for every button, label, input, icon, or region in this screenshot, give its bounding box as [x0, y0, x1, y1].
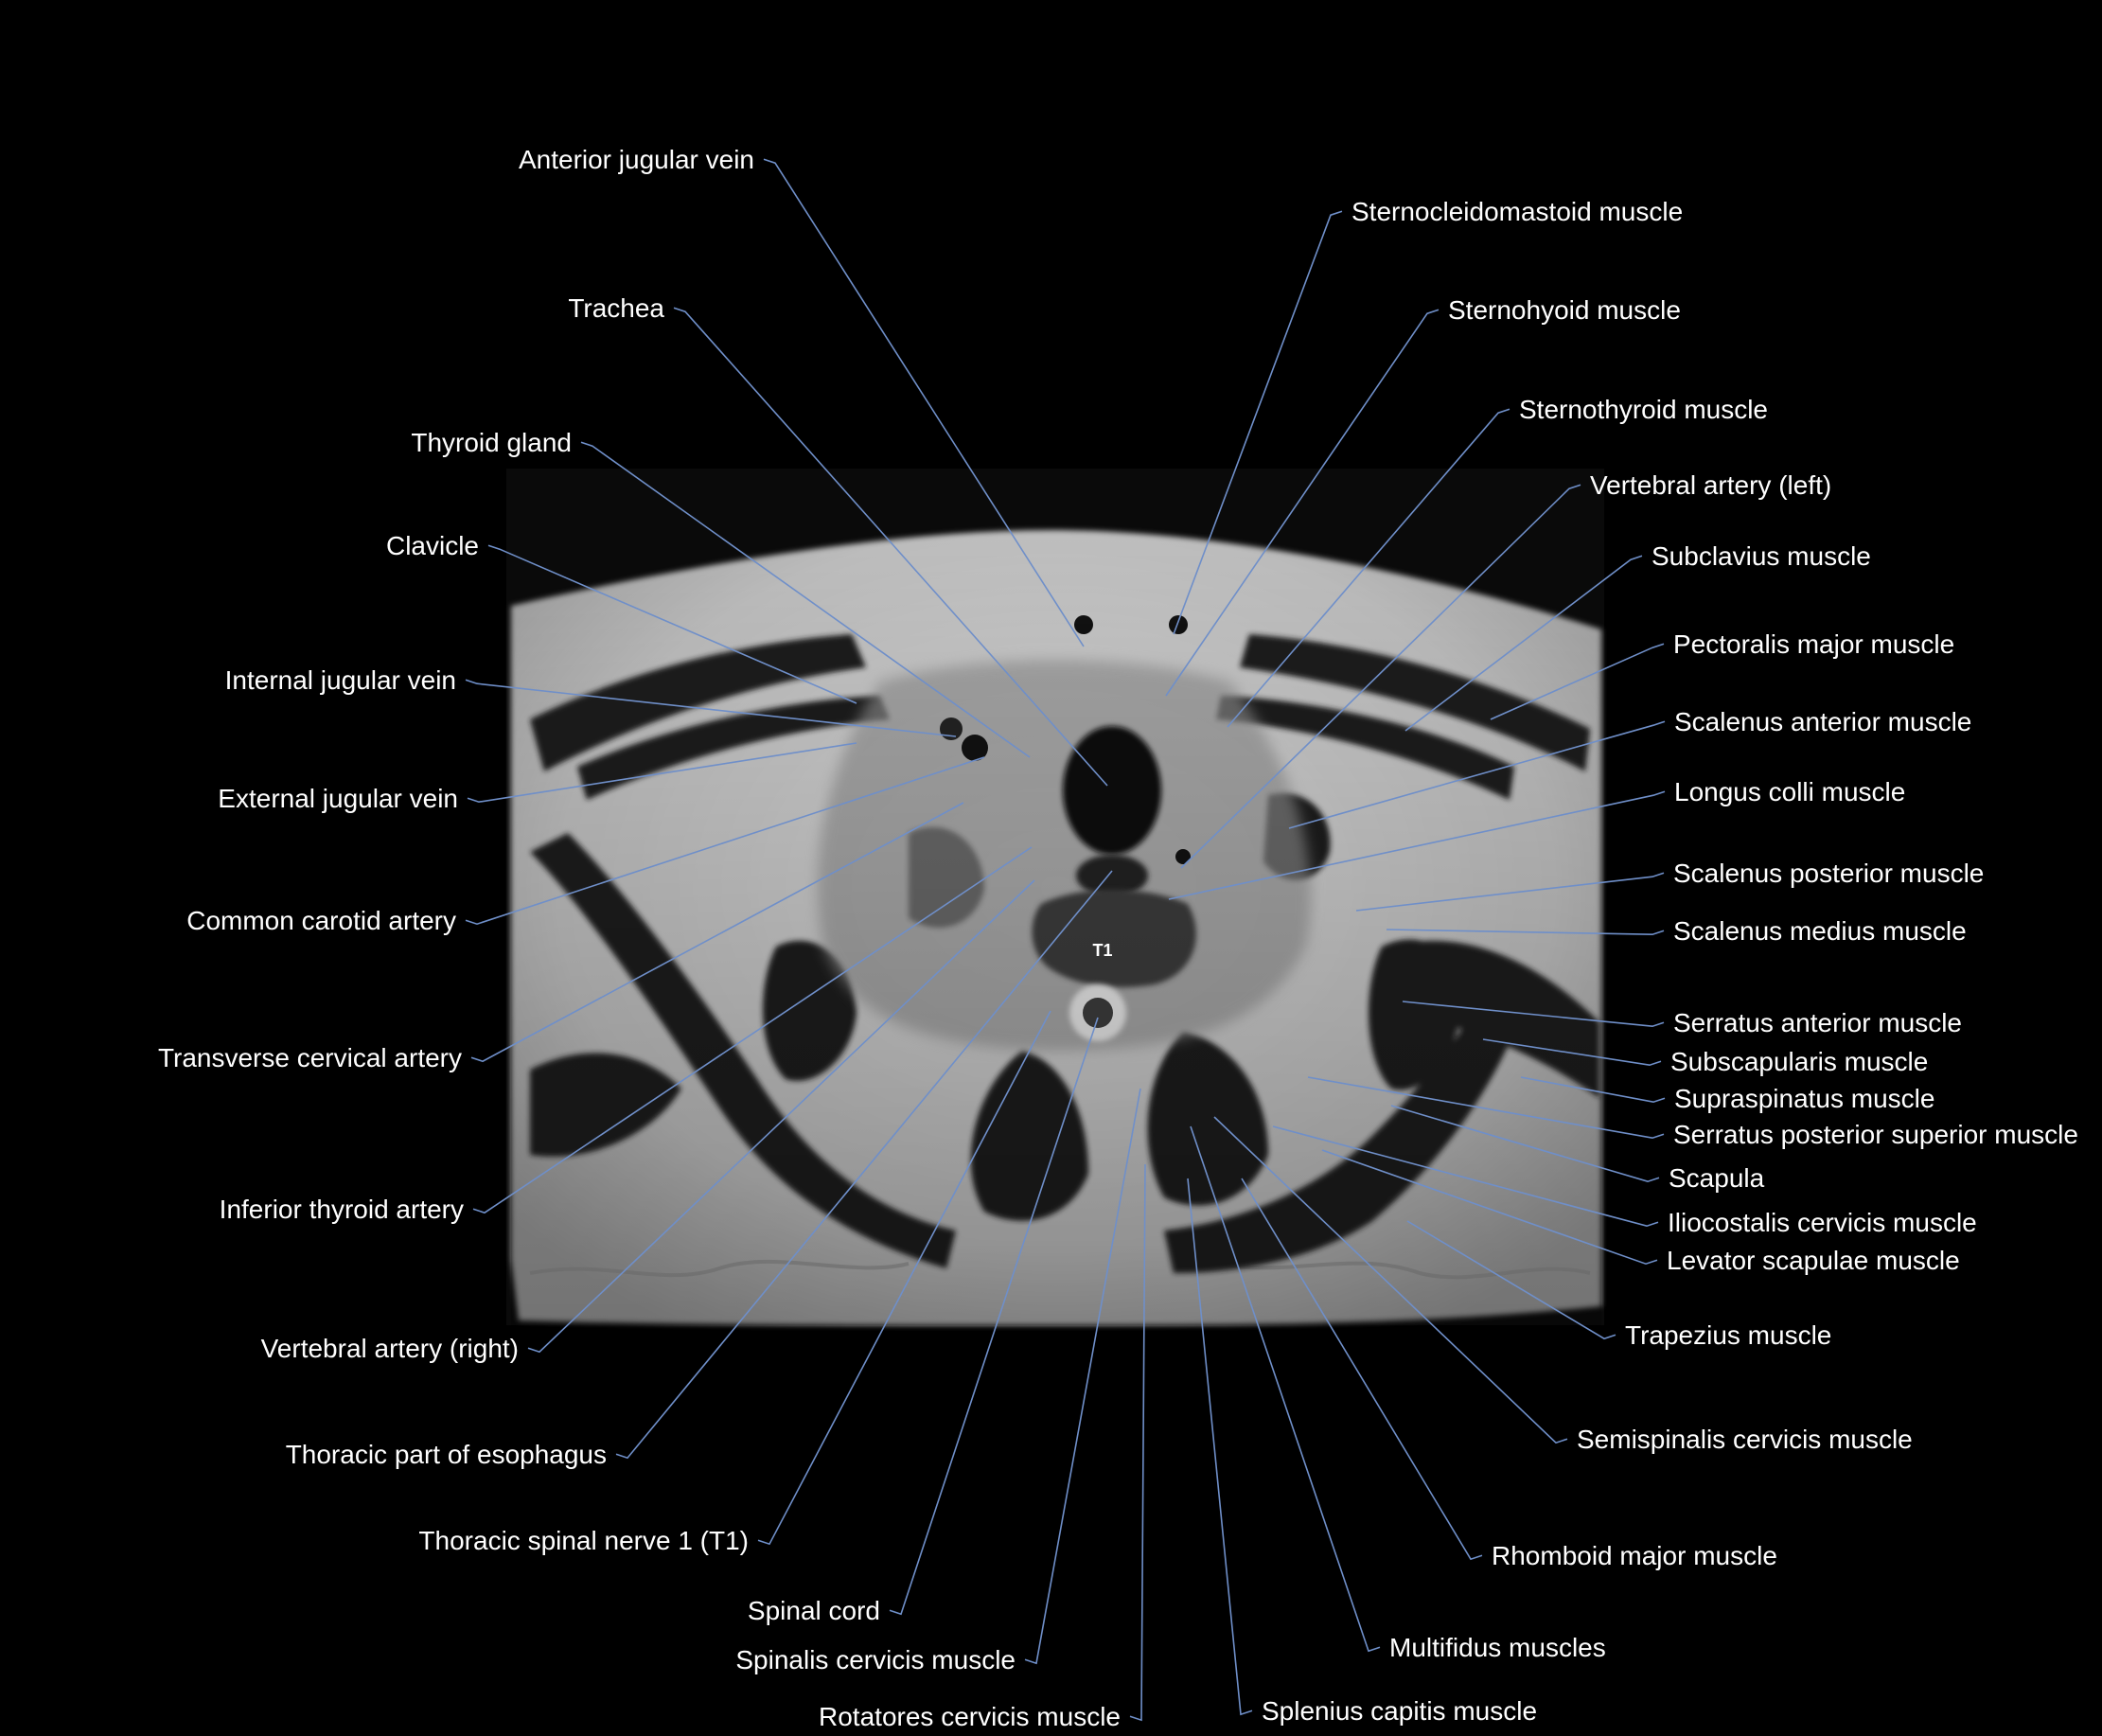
- label-transverse-cervical-artery: Transverse cervical artery: [158, 1043, 462, 1072]
- label-vertebral-artery-right: Vertebral artery (right): [261, 1334, 519, 1363]
- label-spinalis-cervicis-muscle: Spinalis cervicis muscle: [735, 1645, 1016, 1674]
- leader-line-spinal-cord: [889, 1017, 1099, 1616]
- label-scalenus-anterior-muscle: Scalenus anterior muscle: [1674, 707, 1971, 736]
- leader-line-anterior-jugular-vein: [763, 158, 1085, 647]
- label-serratus-posterior-superior-muscle: Serratus posterior superior muscle: [1673, 1120, 2078, 1149]
- label-pectoralis-major-muscle: Pectoralis major muscle: [1673, 629, 1954, 659]
- label-thyroid-gland: Thyroid gland: [411, 428, 572, 457]
- leader-line-inferior-thyroid-artery: [472, 846, 1033, 1214]
- label-rhomboid-major-muscle: Rhomboid major muscle: [1492, 1541, 1777, 1570]
- label-sternohyoid-muscle: Sternohyoid muscle: [1448, 295, 1681, 325]
- leader-line-supraspinatus-muscle: [1520, 1076, 1666, 1104]
- leader-line-common-carotid-artery: [465, 756, 985, 926]
- leader-line-vertebral-artery-right: [527, 879, 1035, 1354]
- label-scalenus-medius-muscle: Scalenus medius muscle: [1673, 916, 1967, 946]
- leader-line-serratus-posterior-superior-muscle: [1307, 1076, 1665, 1140]
- leader-line-transverse-cervical-artery: [470, 802, 964, 1063]
- label-longus-colli-muscle: Longus colli muscle: [1674, 777, 1905, 806]
- mri-scan-image: T1: [506, 469, 1604, 1325]
- label-sternocleidomastoid-muscle: Sternocleidomastoid muscle: [1351, 197, 1683, 226]
- leader-line-internal-jugular-vein: [465, 679, 957, 737]
- leader-line-levator-scapulae-muscle: [1321, 1149, 1658, 1266]
- label-scalenus-posterior-muscle: Scalenus posterior muscle: [1673, 859, 1984, 888]
- leader-lines: [465, 158, 1666, 1722]
- label-scapula: Scapula: [1669, 1163, 1765, 1193]
- leader-line-spinalis-cervicis-muscle: [1024, 1088, 1141, 1665]
- scan-shading: [511, 530, 1601, 1325]
- leader-line-splenius-capitis-muscle: [1187, 1178, 1253, 1716]
- leader-line-rotatores-cervicis-muscle: [1129, 1163, 1146, 1722]
- leader-line-multifidus-muscles: [1190, 1125, 1381, 1653]
- vertebra-level-tag: T1: [1092, 941, 1112, 960]
- label-thoracic-spinal-nerve-1: Thoracic spinal nerve 1 (T1): [418, 1526, 749, 1555]
- leader-line-serratus-anterior-muscle: [1402, 1001, 1665, 1028]
- label-spinal-cord: Spinal cord: [748, 1596, 880, 1625]
- leader-line-thoracic-part-of-esophagus: [615, 870, 1113, 1460]
- leader-line-clavicle: [487, 544, 857, 704]
- leader-line-sternocleidomastoid-muscle: [1173, 210, 1343, 635]
- label-trachea: Trachea: [568, 293, 664, 323]
- leader-line-scalenus-anterior-muscle: [1288, 720, 1666, 829]
- leader-line-scalenus-medius-muscle: [1386, 929, 1665, 936]
- label-vertebral-artery-left: Vertebral artery (left): [1590, 470, 1831, 500]
- label-supraspinatus-muscle: Supraspinatus muscle: [1674, 1084, 1934, 1113]
- leader-line-trapezius-muscle: [1406, 1220, 1616, 1340]
- label-clavicle: Clavicle: [386, 531, 479, 560]
- leader-line-semispinalis-cervicis-muscle: [1213, 1116, 1568, 1444]
- leader-line-scapula: [1390, 1105, 1660, 1183]
- leader-line-trachea: [673, 307, 1108, 787]
- label-subclavius-muscle: Subclavius muscle: [1652, 541, 1871, 571]
- leader-line-sternohyoid-muscle: [1165, 309, 1440, 697]
- leader-line-subclavius-muscle: [1404, 555, 1643, 732]
- leader-line-longus-colli-muscle: [1168, 790, 1666, 900]
- label-subscapularis-muscle: Subscapularis muscle: [1670, 1047, 1928, 1076]
- leader-line-sternothyroid-muscle: [1227, 408, 1510, 728]
- label-serratus-anterior-muscle: Serratus anterior muscle: [1673, 1008, 1962, 1037]
- leader-line-thoracic-spinal-nerve-1: [757, 1010, 1051, 1546]
- leader-line-thyroid-gland: [580, 441, 1031, 758]
- label-inferior-thyroid-artery: Inferior thyroid artery: [220, 1195, 464, 1224]
- label-anterior-jugular-vein: Anterior jugular vein: [519, 145, 754, 174]
- label-levator-scapulae-muscle: Levator scapulae muscle: [1667, 1246, 1960, 1275]
- label-iliocostalis-cervicis-muscle: Iliocostalis cervicis muscle: [1668, 1208, 1977, 1237]
- label-multifidus-muscles: Multifidus muscles: [1389, 1633, 1606, 1662]
- leader-line-iliocostalis-cervicis-muscle: [1272, 1125, 1659, 1228]
- label-trapezius-muscle: Trapezius muscle: [1625, 1320, 1831, 1350]
- leader-line-external-jugular-vein: [467, 742, 857, 804]
- label-semispinalis-cervicis-muscle: Semispinalis cervicis muscle: [1577, 1425, 1913, 1454]
- label-common-carotid-artery: Common carotid artery: [186, 906, 456, 935]
- leader-line-vertebral-artery-left: [1180, 484, 1581, 869]
- label-sternothyroid-muscle: Sternothyroid muscle: [1519, 395, 1768, 424]
- label-external-jugular-vein: External jugular vein: [218, 784, 458, 813]
- leader-line-pectoralis-major-muscle: [1490, 643, 1665, 720]
- label-rotatores-cervicis-muscle: Rotatores cervicis muscle: [819, 1702, 1121, 1731]
- label-splenius-capitis-muscle: Splenius capitis muscle: [1262, 1696, 1537, 1726]
- label-thoracic-part-of-esophagus: Thoracic part of esophagus: [286, 1440, 607, 1469]
- leader-line-rhomboid-major-muscle: [1241, 1178, 1483, 1561]
- leader-line-subscapularis-muscle: [1482, 1038, 1662, 1067]
- leader-line-scalenus-posterior-muscle: [1355, 872, 1665, 912]
- label-internal-jugular-vein: Internal jugular vein: [225, 665, 456, 695]
